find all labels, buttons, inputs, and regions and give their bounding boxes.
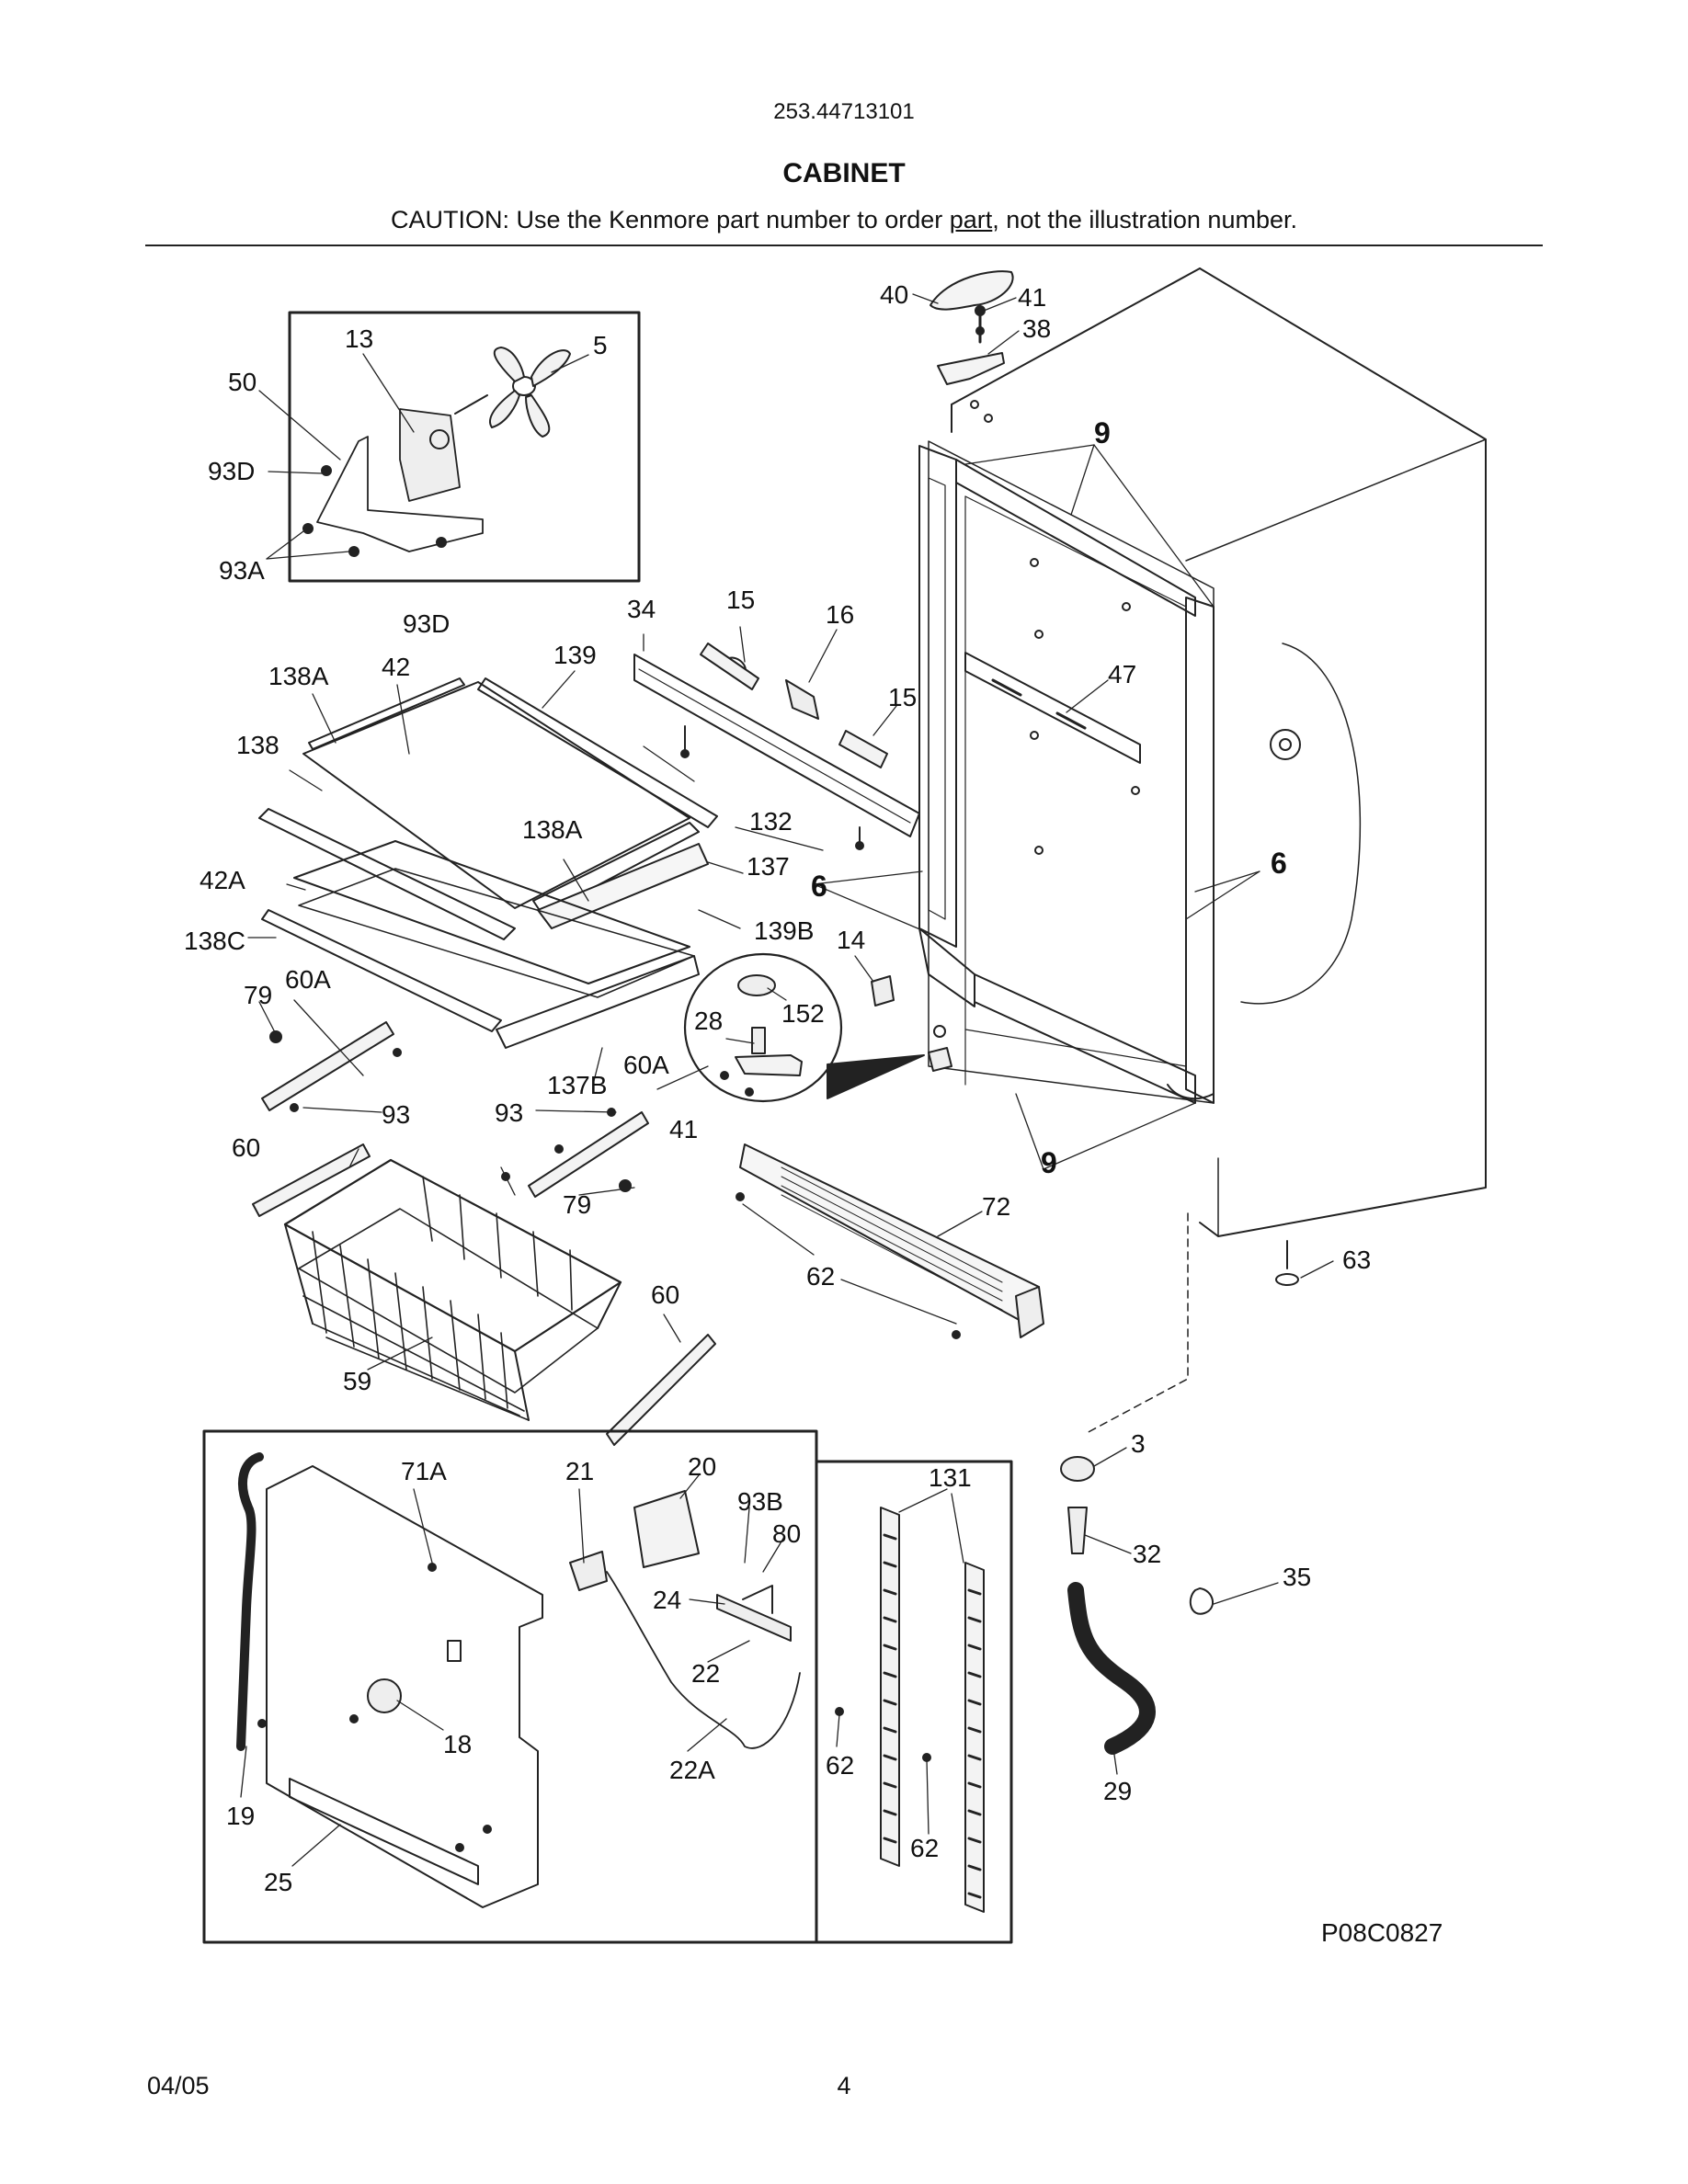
callout-80: 80 [772,1519,801,1548]
wire-basket [283,1158,622,1421]
callout-22: 22 [691,1659,720,1688]
callout-93d: 93D [208,457,255,485]
leveling-leg [1275,1240,1299,1286]
callout-138a: 138A [268,662,329,690]
callout-32: 32 [1133,1540,1161,1568]
callout-139b: 139B [754,916,814,945]
cabinet-body [918,267,1487,1237]
callout-19: 19 [226,1802,255,1830]
top-hinge-assembly [930,270,1014,385]
callout-138c: 138C [184,927,245,955]
callout-41: 41 [669,1115,698,1143]
callout-138: 138 [236,731,279,759]
caution-text: CAUTION: Use the Kenmore part number to … [391,206,950,233]
switch-14 [871,975,895,1007]
callout-labels: 40 41 38 9 9 13 5 50 93D 93A 93D 34 15 1… [184,280,1443,1947]
callout-20: 20 [688,1452,716,1481]
callout-35: 35 [1283,1563,1311,1591]
rails-inset [815,1460,1013,1944]
callout-79: 79 [563,1190,591,1219]
callout-9: 9 [1041,1146,1057,1179]
callout-131: 131 [929,1463,972,1492]
callout-79: 79 [244,981,272,1009]
glass-shelf-lower [261,840,700,1049]
callout-22a: 22A [669,1756,715,1784]
footer-date: 04/05 [147,2072,210,2099]
light-fixture-assembly [633,643,920,850]
callout-71a: 71A [401,1457,447,1485]
callout-60: 60 [651,1280,679,1309]
callout-5: 5 [593,331,608,359]
callout-62: 62 [826,1751,854,1780]
callout-60a: 60A [623,1051,669,1079]
callout-132: 132 [749,807,793,836]
callout-6: 6 [1271,847,1287,880]
glass-shelf-upper [258,677,718,940]
callout-42: 42 [382,653,410,681]
callout-24: 24 [653,1586,681,1614]
callout-137: 137 [747,852,790,881]
callout-14: 14 [837,926,865,954]
callout-63: 63 [1342,1246,1371,1274]
callout-16: 16 [826,600,854,629]
callout-72: 72 [982,1192,1010,1221]
callout-9: 9 [1094,416,1111,449]
callout-50: 50 [228,368,257,396]
callout-93a: 93A [219,556,265,585]
callout-38: 38 [1022,314,1051,343]
callout-47: 47 [1108,660,1136,688]
callout-3: 3 [1131,1429,1146,1458]
callout-15: 15 [726,586,755,614]
callout-93: 93 [495,1098,523,1127]
caution-text-end: , not the illustration number. [992,206,1297,233]
drain-assembly [1060,1456,1214,1755]
callout-15: 15 [888,683,917,711]
model-number: 253.44713101 [773,99,915,124]
callout-138a: 138A [522,815,583,844]
callout-25: 25 [264,1868,292,1896]
callout-139: 139 [553,641,597,669]
callout-62: 62 [806,1262,835,1291]
callout-93: 93 [382,1100,410,1129]
caution-underlined-word: part [949,206,993,233]
callout-60: 60 [232,1133,260,1162]
callout-28: 28 [694,1007,723,1035]
callout-62: 62 [910,1834,939,1862]
callout-21: 21 [565,1457,594,1485]
callout-60a: 60A [285,965,331,994]
drawing-id: P08C0827 [1321,1918,1443,1947]
callout-59: 59 [343,1367,371,1395]
basket-slides [252,1021,716,1446]
callout-34: 34 [627,595,656,623]
section-title: CABINET [782,158,906,188]
callout-93d: 93D [403,609,450,638]
dashed-leader-line [1084,1212,1189,1435]
callout-6: 6 [811,870,827,903]
callout-42a: 42A [200,866,245,894]
fan-motor-inset [288,311,641,583]
leader-lines [240,293,1334,1867]
base-grille [736,1143,1044,1339]
callout-152: 152 [781,999,825,1028]
header-divider [145,245,1543,246]
callout-29: 29 [1103,1777,1132,1805]
callout-137b: 137B [547,1071,607,1099]
footer-page-number: 4 [837,2072,851,2099]
fan-blade-5 [489,347,571,438]
caution-note: CAUTION: Use the Kenmore part number to … [0,206,1688,234]
callout-40: 40 [880,280,908,309]
bottom-hinge-detail [683,952,952,1103]
callout-13: 13 [345,324,373,353]
callout-41: 41 [1018,283,1046,312]
callout-18: 18 [443,1730,472,1758]
callout-93b: 93B [737,1487,783,1516]
rear-panel-inset [202,1429,818,1944]
